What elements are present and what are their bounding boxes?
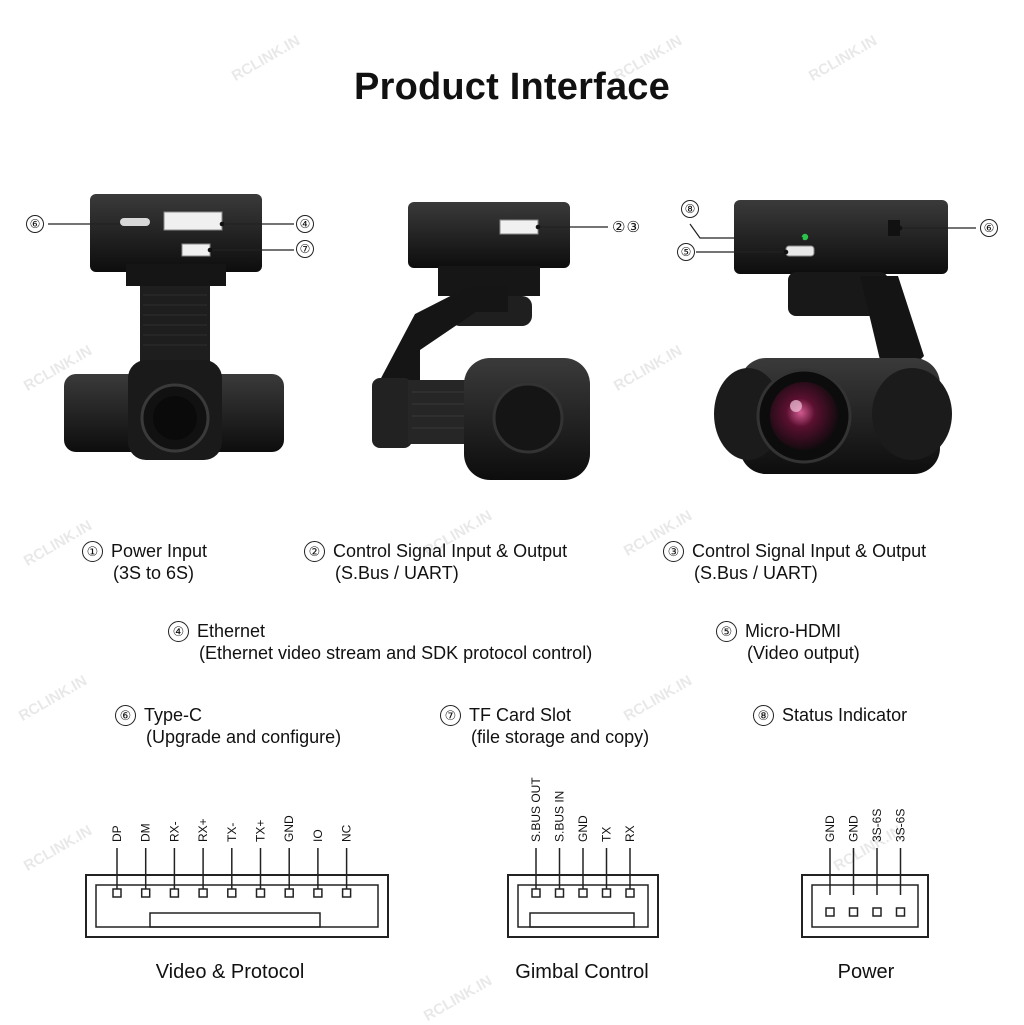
pin-label: IO [311, 829, 325, 842]
watermark: RCLINK.IN [15, 672, 90, 725]
connector-inner-frame [811, 884, 919, 928]
pin-label: TX+ [254, 820, 268, 842]
connector-gimbal-control: S.BUS OUT S.BUS IN GND TX RX [507, 777, 659, 938]
pin-label: GND [576, 815, 590, 842]
connector-key-slot [529, 912, 635, 928]
gimbal-front-view [689, 200, 976, 474]
callout-control-signal: ②③ [612, 219, 641, 236]
pin-label: TX- [225, 823, 239, 842]
callout-tf-card: ⑦ [296, 240, 314, 258]
pin-label: 3S-6S [870, 809, 884, 842]
connector-title-power: Power [837, 961, 895, 983]
pin-label: S.BUS IN [553, 791, 567, 842]
pin-label: GND [847, 815, 861, 842]
pin-contact [825, 907, 835, 917]
pin-contact [140, 888, 151, 898]
pin-label: GND [282, 815, 296, 842]
pin-label: RX+ [196, 818, 210, 842]
pin-label: RX [623, 825, 637, 842]
connector-housing [801, 874, 929, 938]
pin-contact [313, 888, 323, 898]
pin-contact [872, 907, 882, 917]
gimbal-side-view [372, 202, 608, 480]
pin-contact [198, 888, 208, 898]
connector-housing [85, 874, 389, 938]
callout-micro-hdmi: ⑤ [677, 243, 695, 261]
pin-contact [169, 888, 180, 898]
pin-label: S.BUS OUT [529, 777, 543, 842]
page-title: Product Interface [354, 66, 670, 108]
pin-contact [112, 888, 122, 898]
callout-ethernet: ④ [296, 215, 314, 233]
pin-contact [255, 888, 266, 898]
callout-type-c-view3: ⑥ [980, 219, 998, 237]
pin-contact [227, 888, 237, 898]
callout-status-indicator: ⑧ [681, 200, 699, 218]
pin-contact [554, 888, 565, 898]
connector-diagrams: DP DM RX- RX+ TX- TX+ GND IO NC S.BUS OUT S.BUS I… [85, 777, 929, 938]
pin-label: TX [600, 827, 614, 842]
pin-contact [625, 888, 635, 898]
product-views [48, 194, 976, 480]
pin-label: RX- [167, 821, 181, 842]
pin-contact [284, 888, 294, 898]
gimbal-back-view [48, 194, 294, 460]
connector-title-video-protocol: Video & Protocol [155, 961, 305, 983]
pin-label: DM [139, 823, 153, 842]
connector-key-slot [149, 912, 321, 928]
pin-contact [578, 888, 588, 898]
connector-video-protocol: DP DM RX- RX+ TX- TX+ GND IO NC [85, 815, 389, 938]
pin-label: NC [340, 824, 354, 842]
pin-contact [531, 888, 541, 898]
connector-power: GND GND 3S-6S 3S-6S [801, 809, 929, 938]
pin-label: GND [823, 815, 837, 842]
connector-inner-frame [95, 884, 379, 928]
connector-title-gimbal-control: Gimbal Control [515, 961, 649, 983]
pin-label: DP [110, 825, 124, 842]
pin-contact [341, 888, 352, 898]
callout-type-c-view1: ⑥ [26, 215, 44, 233]
pin-contact [895, 907, 906, 917]
pin-label: 3S-6S [894, 809, 908, 842]
pin-contact [848, 907, 859, 917]
pin-contact [601, 888, 612, 898]
